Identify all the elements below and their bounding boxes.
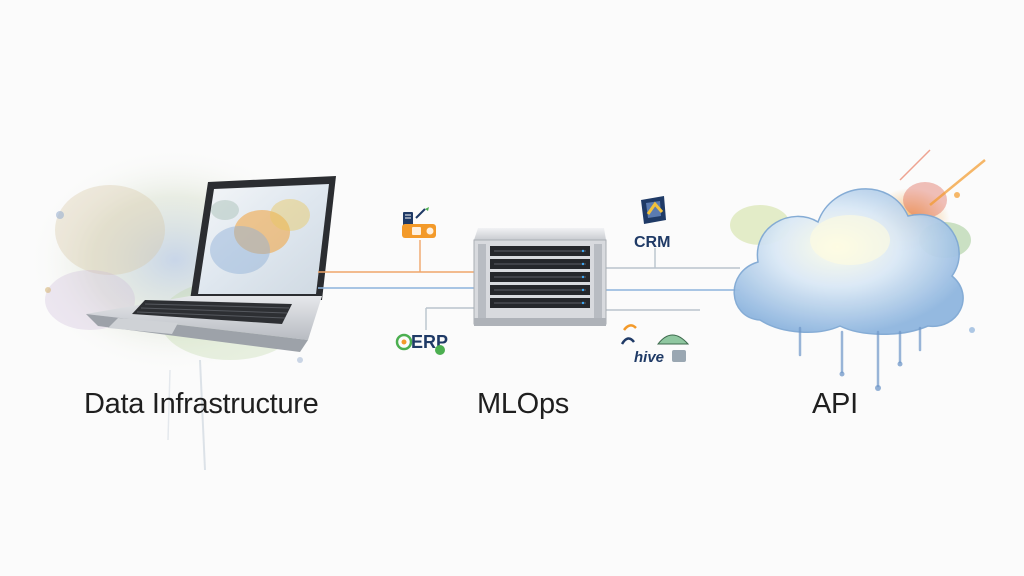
- label-api: API: [812, 388, 858, 420]
- hive-label: hive: [634, 349, 664, 366]
- crm-icon: CRM: [634, 196, 670, 251]
- crm-label: CRM: [634, 234, 670, 251]
- hive-icon: hive: [620, 324, 690, 366]
- data-pipeline-icon: [402, 207, 436, 238]
- cloud-icon: [733, 188, 964, 391]
- connector-lines-left: [318, 240, 476, 330]
- erp-icon: ERP: [395, 332, 448, 355]
- laptop-icon: [86, 176, 336, 352]
- label-mlops: MLOps: [477, 388, 569, 420]
- server-rack-icon: [473, 228, 607, 326]
- label-data-infrastructure: Data Infrastructure: [84, 388, 319, 420]
- connector-lines-right: [605, 248, 740, 311]
